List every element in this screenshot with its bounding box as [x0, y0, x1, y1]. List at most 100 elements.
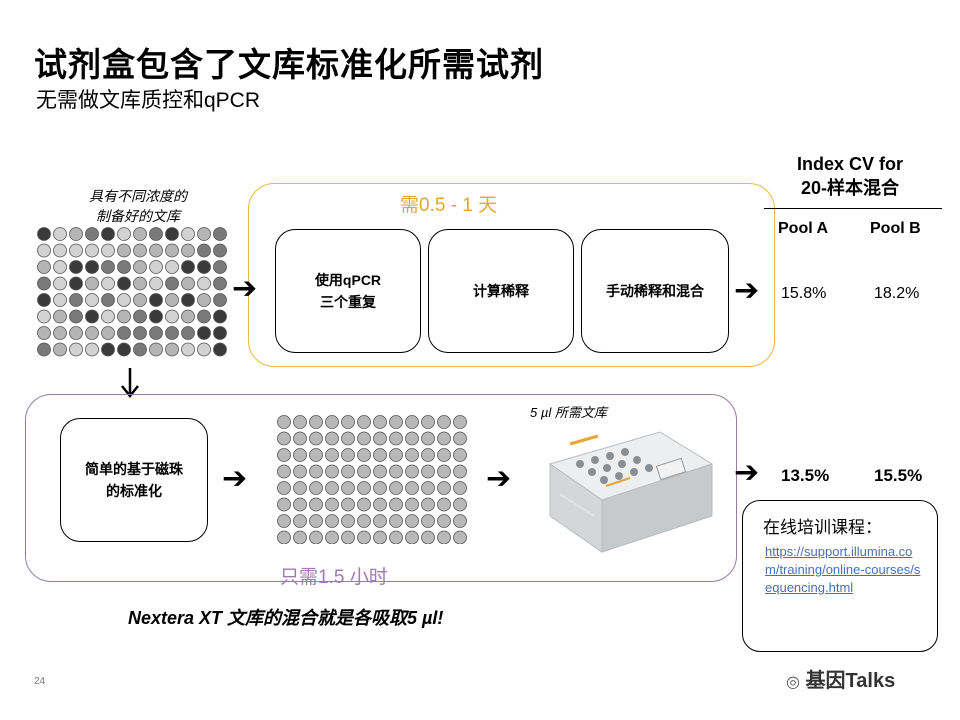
well: [101, 309, 115, 324]
well: [421, 415, 435, 429]
well: [37, 309, 51, 324]
well: [149, 276, 163, 291]
well: [405, 530, 419, 544]
well: [165, 260, 179, 274]
well: [373, 530, 387, 544]
well: [101, 276, 115, 291]
well: [453, 497, 467, 512]
well: [165, 227, 179, 241]
well: [341, 497, 355, 512]
well: [357, 481, 371, 495]
well: [133, 342, 147, 357]
well: [213, 227, 227, 241]
well: [453, 530, 467, 544]
well: [309, 431, 323, 446]
well: [341, 530, 355, 544]
well: [389, 415, 403, 429]
step-calculate-dilution: 计算稀释: [428, 229, 574, 353]
well: [53, 260, 67, 274]
well: [389, 497, 403, 512]
well: [293, 530, 307, 544]
well: [197, 260, 211, 274]
well: [341, 481, 355, 495]
well: [405, 431, 419, 446]
well: [37, 260, 51, 274]
well: [341, 464, 355, 479]
well: [213, 276, 227, 291]
well: [421, 497, 435, 512]
well: [341, 514, 355, 528]
cv-table-header: Index CV for 20-样本混合: [770, 152, 930, 200]
well: [437, 497, 451, 512]
well: [85, 309, 99, 324]
well: [117, 227, 131, 241]
well: [421, 481, 435, 495]
cv-bead-pool-b: 15.5%: [874, 466, 923, 485]
well: [277, 431, 291, 446]
well: [293, 448, 307, 462]
well: [149, 309, 163, 324]
well: [421, 464, 435, 479]
well: [181, 342, 195, 357]
well: [165, 243, 179, 258]
qpcr-workflow-time: 需0.5 - 1 天: [400, 195, 498, 216]
well: [357, 464, 371, 479]
well: [197, 293, 211, 307]
cv-qpcr-pool-b: 18.2%: [874, 285, 920, 302]
well: [37, 227, 51, 241]
well: [389, 514, 403, 528]
well: [149, 326, 163, 340]
well: [293, 415, 307, 429]
well: [149, 342, 163, 357]
bead-workflow-box: [25, 394, 737, 582]
well: [453, 448, 467, 462]
normalized-library-plate: [277, 415, 467, 544]
well: [405, 514, 419, 528]
well: [53, 227, 67, 241]
well: [293, 431, 307, 446]
well: [117, 260, 131, 274]
well: [421, 431, 435, 446]
right-arrow-icon: ➔: [734, 456, 760, 489]
step-bead-text: 简单的基于磁珠 的标准化: [85, 461, 183, 499]
well: [213, 243, 227, 258]
well: [325, 464, 339, 479]
well: [53, 326, 67, 340]
instrument-label: 5 µl 所需文库: [530, 405, 607, 420]
well: [325, 415, 339, 429]
well: [133, 227, 147, 241]
down-arrow-icon: [121, 368, 139, 399]
well: [357, 497, 371, 512]
well: [149, 243, 163, 258]
well: [453, 431, 467, 446]
well: [53, 342, 67, 357]
well: [197, 309, 211, 324]
training-link[interactable]: https://support.illumina.com/training/on…: [765, 544, 921, 595]
well: [53, 293, 67, 307]
well: [69, 326, 83, 340]
well: [133, 260, 147, 274]
well: [53, 243, 67, 258]
well: [405, 464, 419, 479]
step-qpcr-triplicate: 使用qPCR 三个重复: [275, 229, 421, 353]
well: [181, 276, 195, 291]
well: [197, 227, 211, 241]
source-library-plate: [37, 227, 227, 357]
well: [197, 243, 211, 258]
well: [357, 431, 371, 446]
well: [117, 293, 131, 307]
well: [277, 514, 291, 528]
cv-qpcr-pool-a: 15.8%: [781, 285, 827, 302]
well: [37, 326, 51, 340]
cv-header-line-1: Index CV for: [796, 154, 903, 174]
right-arrow-icon: ➔: [734, 274, 760, 307]
well: [325, 497, 339, 512]
well: [117, 326, 131, 340]
step-manual-dilute-mix: 手动稀释和混合: [581, 229, 729, 353]
well: [181, 326, 195, 340]
well: [277, 530, 291, 544]
well: [309, 514, 323, 528]
well: [309, 497, 323, 512]
well: [309, 530, 323, 544]
well: [69, 342, 83, 357]
